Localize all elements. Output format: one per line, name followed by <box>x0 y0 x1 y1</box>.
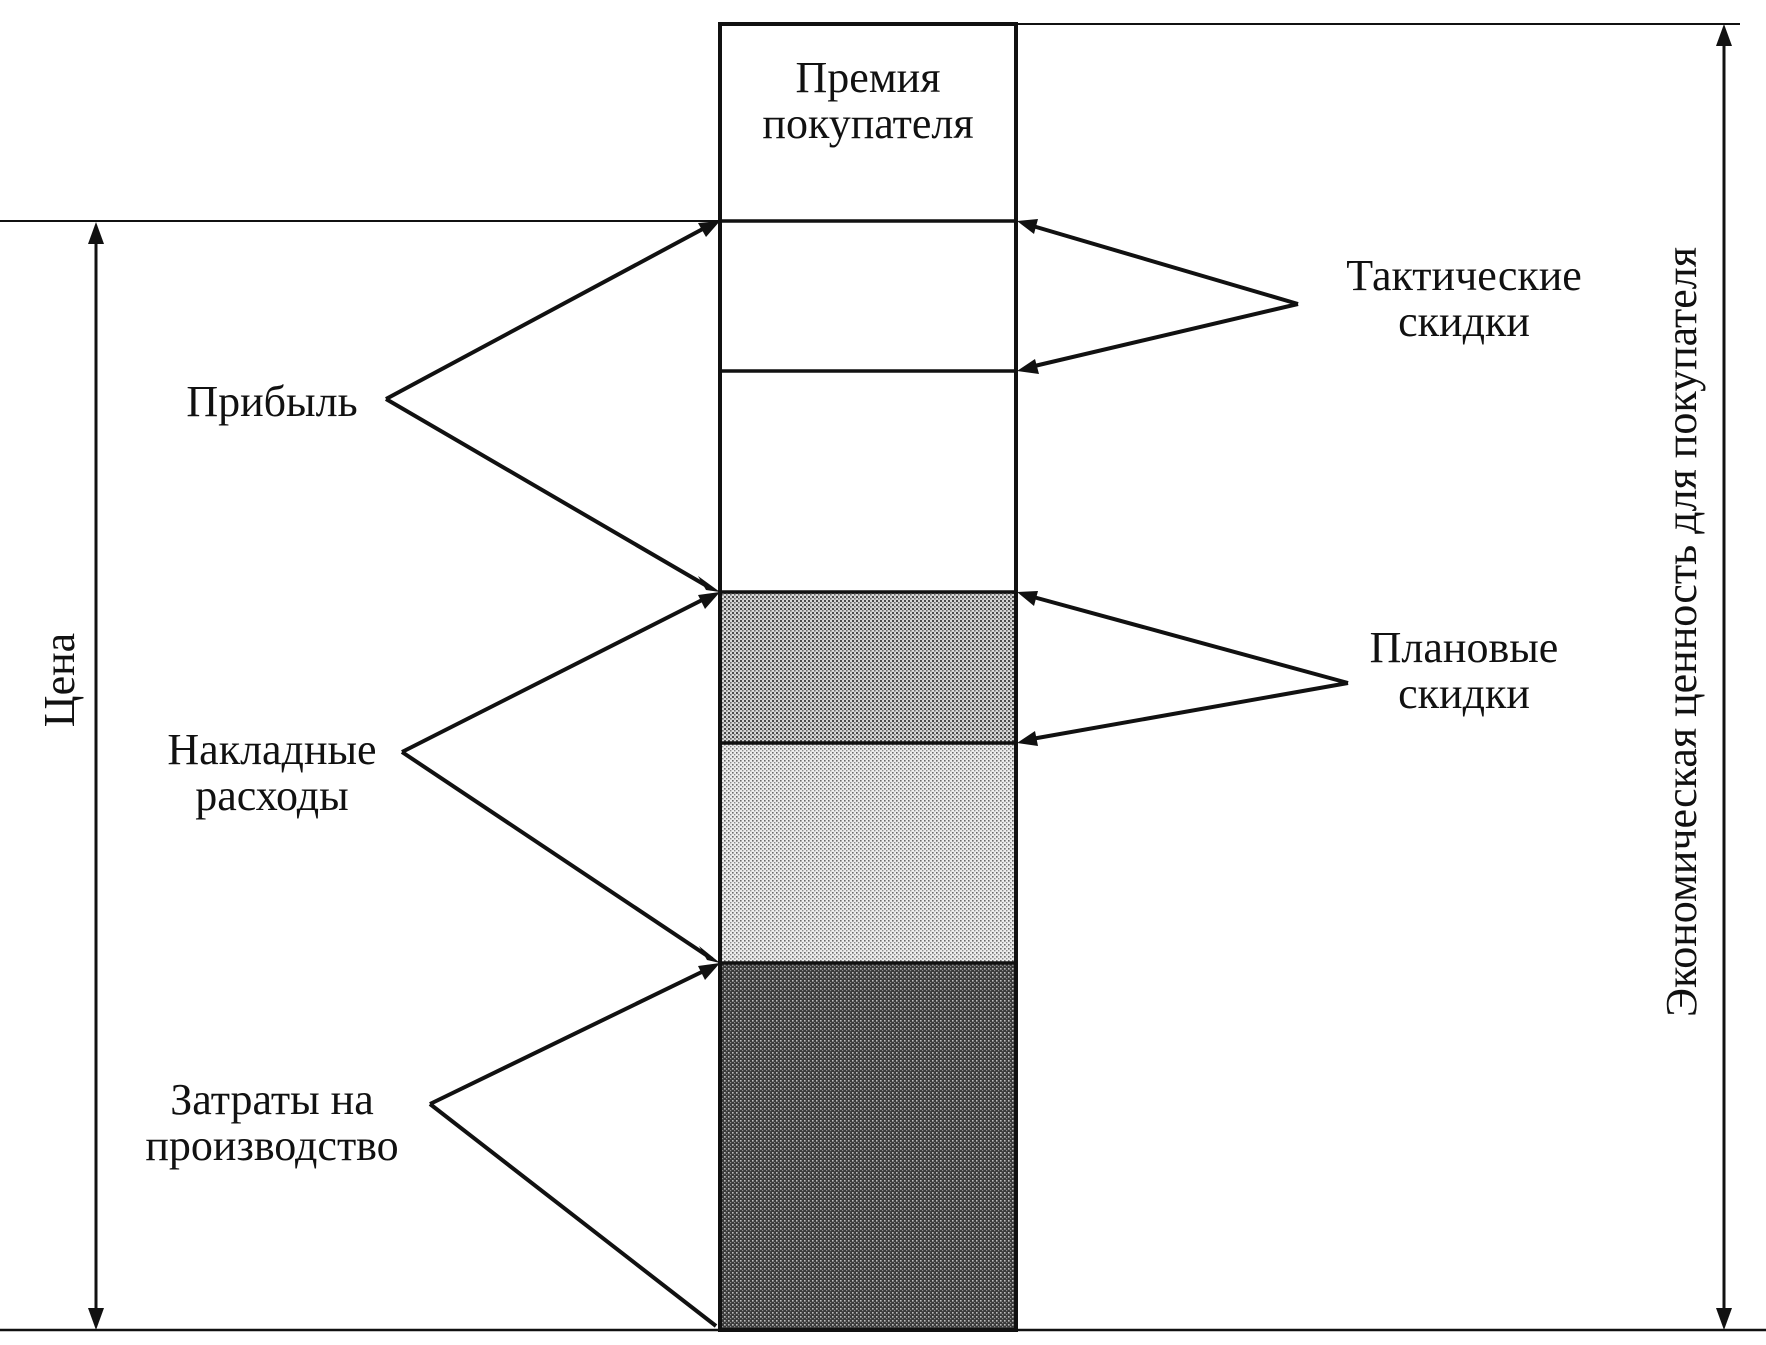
economic-value-axis-label: Экономическая ценность для покупателя <box>1657 247 1706 1017</box>
overhead-pointers <box>400 592 720 963</box>
economic-value-arrow-up <box>1716 24 1732 46</box>
production-pointer-down <box>428 1102 718 1328</box>
segment-profit-lower <box>720 371 1016 592</box>
label-line: покупателя <box>762 99 973 148</box>
overhead-pointer-up-arrow <box>698 592 720 609</box>
profit-pointers <box>384 221 720 592</box>
profit-pointer-down-arrow <box>698 576 720 592</box>
segment-overhead-planned <box>720 592 1016 743</box>
label-line: Накладные <box>167 725 376 774</box>
planned-pointers <box>1017 591 1349 746</box>
label-line: Тактические <box>1346 251 1582 300</box>
label-line: расходы <box>195 771 348 820</box>
price-arrow-down <box>88 1308 104 1330</box>
price-arrow-up <box>88 222 104 244</box>
tactical-pointer-down <box>1025 302 1299 370</box>
label-line: Прибыль <box>186 377 357 426</box>
column-outline <box>718 22 1018 1332</box>
price-axis-label: Цена <box>35 633 84 727</box>
profit-label: Прибыль <box>186 377 357 426</box>
production-pointer-up-arrow <box>698 963 720 980</box>
overhead-pointer-down <box>400 750 714 961</box>
production-pointer-up <box>429 965 713 1106</box>
tactical-pointer-up-arrow <box>1017 219 1038 234</box>
planned-pointer-down <box>1025 681 1349 742</box>
label-line: Плановые <box>1370 623 1559 672</box>
segment-production <box>720 963 1016 1330</box>
tactical-pointer-down-arrow <box>1017 359 1039 374</box>
label-line: производство <box>145 1121 398 1170</box>
production-pointers <box>428 963 720 1328</box>
tactical-pointers <box>1017 219 1299 374</box>
profit-pointer-up <box>385 222 713 401</box>
segment-premium <box>720 24 1016 221</box>
tactical-pointer-up <box>1025 222 1299 306</box>
profit-pointer-up-arrow <box>698 221 720 237</box>
profit-pointer-down <box>384 397 714 591</box>
label-line: Затраты на <box>170 1075 373 1124</box>
segment-profit-tactical <box>720 221 1016 371</box>
planned-pointer-up-arrow <box>1017 591 1038 606</box>
economic-value-arrow-down <box>1716 1308 1732 1330</box>
segment-overhead-lower <box>720 743 1016 963</box>
label-line: Премия <box>796 53 941 102</box>
label-line: скидки <box>1398 669 1530 718</box>
overhead-pointer-up <box>401 593 713 754</box>
planned-pointer-down-arrow <box>1017 731 1038 746</box>
label-line: скидки <box>1398 297 1530 346</box>
planned-pointer-up <box>1025 593 1349 685</box>
overhead-pointer-down-arrow <box>699 946 720 963</box>
